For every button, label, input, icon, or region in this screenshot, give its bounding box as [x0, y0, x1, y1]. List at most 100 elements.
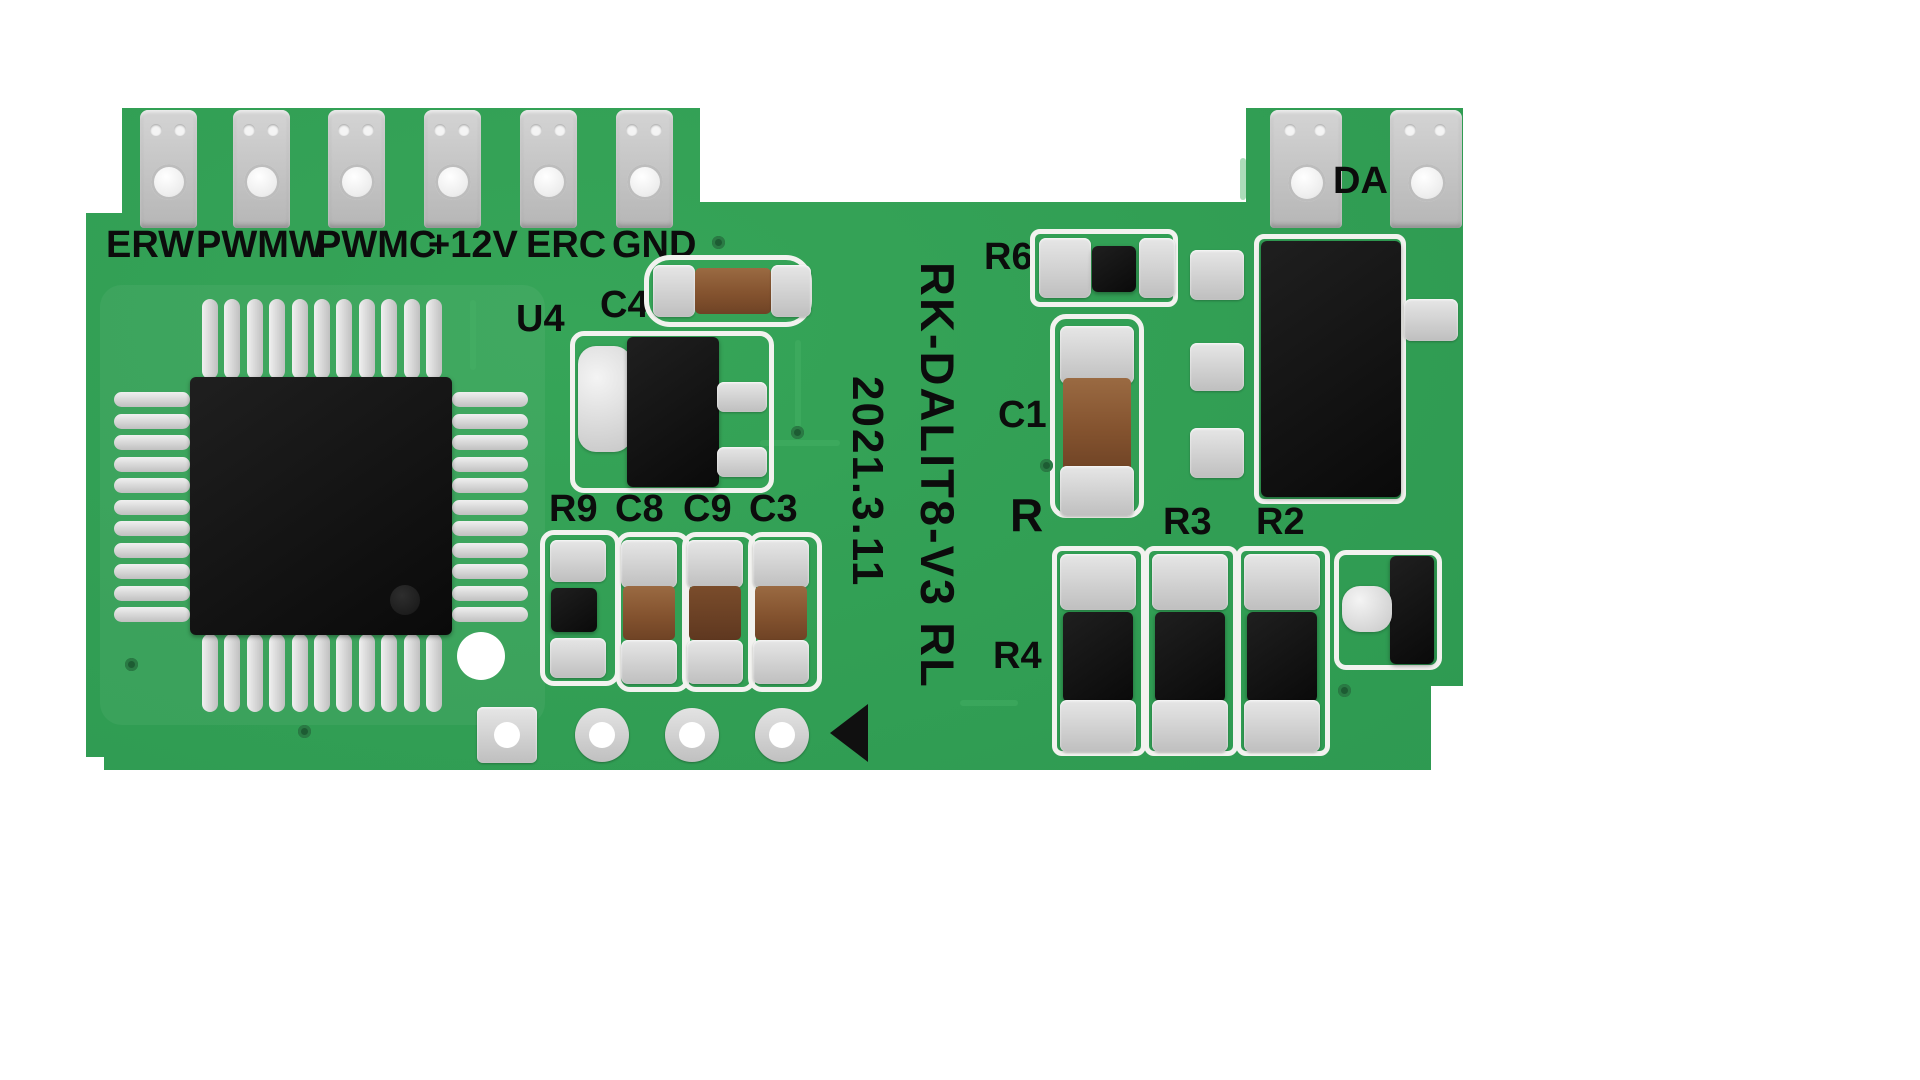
label-r4: R4	[993, 635, 1042, 677]
round-pad	[575, 708, 629, 762]
capacitor-c9	[689, 586, 741, 640]
screw-hole	[244, 164, 280, 200]
c9-silkscreen	[682, 532, 756, 692]
r6-pad-right	[1139, 238, 1175, 298]
screw-hole	[435, 164, 471, 200]
label-r9: R9	[549, 488, 598, 530]
pin-hole	[338, 124, 350, 136]
c8-pad-bottom	[621, 640, 677, 684]
qfp-top-pins	[202, 299, 442, 379]
pin-hole	[626, 124, 638, 136]
resistor-r2	[1247, 612, 1317, 702]
screw-hole	[1288, 164, 1326, 202]
label-pwmw: PWMW	[196, 224, 325, 266]
capacitor-c1	[1063, 378, 1131, 472]
label-c4: C4	[600, 284, 649, 326]
ic-pin	[452, 499, 528, 515]
ic-pin	[336, 634, 353, 712]
via	[298, 725, 311, 738]
qfp-right-pins	[452, 392, 528, 622]
ic-pin	[452, 478, 528, 493]
r6-pad-left	[1039, 238, 1091, 298]
pcb-trace	[795, 340, 801, 428]
pin-hole	[150, 124, 162, 136]
pcb-trace	[960, 700, 1018, 706]
ic-pin	[114, 413, 190, 429]
via	[791, 426, 804, 439]
ic-pin	[114, 607, 190, 622]
ic-pin	[114, 456, 190, 472]
capacitor-c3	[755, 586, 807, 640]
pin-hole	[554, 124, 566, 136]
ic-pin	[246, 299, 263, 379]
resistor-r4	[1063, 612, 1133, 702]
screw-hole	[339, 164, 375, 200]
ic-pin	[224, 634, 241, 712]
c4-pad-left	[653, 265, 695, 317]
ic-pin	[291, 634, 308, 712]
pin-hole	[1284, 124, 1296, 136]
r4-silkscreen	[1052, 546, 1146, 756]
pin-hole	[243, 124, 255, 136]
date-code: 2021.3.11	[843, 376, 892, 588]
terminal-pad-12v	[424, 110, 481, 228]
ic-pin	[114, 499, 190, 515]
round-pad	[755, 708, 809, 762]
ic-pin	[114, 564, 190, 579]
c9-pad-top	[687, 540, 743, 588]
pcb-trace	[760, 440, 840, 446]
ic-pin	[114, 435, 190, 450]
pin-hole	[434, 124, 446, 136]
u4-ic-body	[627, 337, 719, 487]
ic-pin	[358, 299, 375, 379]
terminal-pad-da-2	[1390, 110, 1462, 228]
label-r2: R2	[1256, 501, 1305, 543]
c1-pad-bottom	[1060, 466, 1134, 516]
ic-pin	[114, 392, 190, 407]
label-r: R	[1010, 489, 1044, 541]
label-r6: R6	[984, 236, 1033, 278]
ic-pin	[403, 634, 420, 712]
pad-hole	[494, 722, 520, 748]
resistor-r9	[551, 588, 597, 632]
r9-pad-bottom	[550, 638, 606, 678]
diode-body	[1390, 556, 1434, 664]
ic-pin	[452, 564, 528, 579]
ic-pin	[381, 634, 398, 712]
screw-hole	[627, 164, 663, 200]
r3-pad-bottom	[1152, 700, 1228, 752]
round-pad	[665, 708, 719, 762]
power-ic-body	[1261, 241, 1401, 497]
ic-pin	[114, 542, 190, 558]
c8-silkscreen	[616, 532, 690, 692]
ic-pin	[114, 585, 190, 601]
screw-hole	[1408, 164, 1446, 202]
ic-pin	[452, 607, 528, 622]
ic-pin	[452, 392, 528, 407]
polarity-arrow	[830, 704, 868, 762]
via	[1338, 684, 1351, 697]
c3-silkscreen	[748, 532, 822, 692]
ic-pin	[452, 435, 528, 450]
ic-pin	[291, 299, 308, 379]
terminal-pad-pwmc	[328, 110, 385, 228]
ic-pin	[403, 299, 420, 379]
ic-pad-1	[1190, 250, 1244, 300]
qfp-bottom-pins	[202, 634, 442, 712]
label-u4: U4	[516, 298, 565, 340]
terminal-pad-pwmw	[233, 110, 290, 228]
capacitor-c8	[623, 586, 675, 640]
mounting-hole	[457, 632, 505, 680]
r9-pad-top	[550, 540, 606, 582]
r2-silkscreen	[1236, 546, 1330, 756]
ic-pin	[452, 521, 528, 536]
via	[1040, 459, 1053, 472]
ic-pin	[425, 634, 442, 712]
qfp-pin1-dot	[390, 585, 420, 615]
ic-pin	[269, 299, 286, 379]
pcb-trace	[1240, 158, 1246, 200]
power-ic-tab	[1404, 299, 1458, 341]
pin-hole	[458, 124, 470, 136]
ic-pin	[313, 299, 330, 379]
label-c1: C1	[998, 394, 1047, 436]
